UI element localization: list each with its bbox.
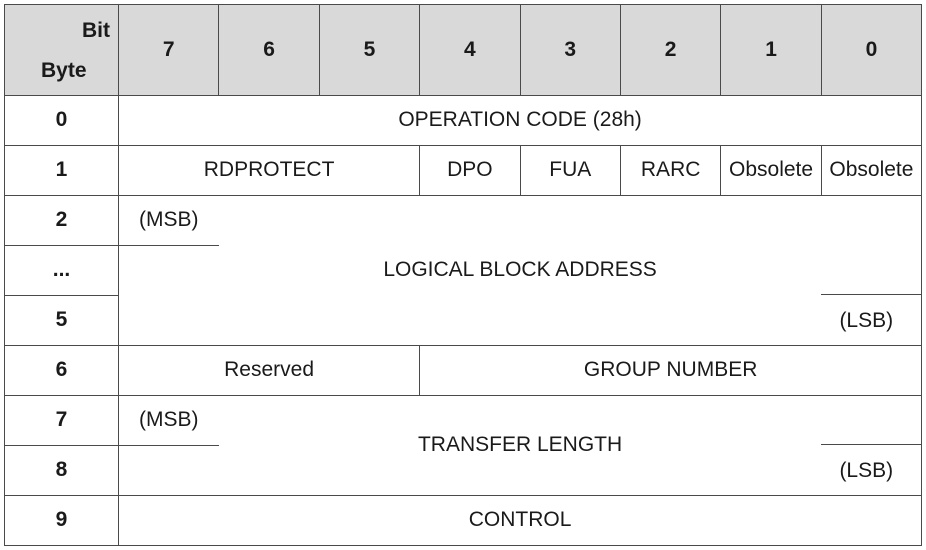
- lba-lsb-divider: [821, 294, 922, 296]
- byte-number: 7: [4, 394, 119, 446]
- bit-header-2: 2: [619, 4, 722, 96]
- byte-number: 2: [4, 194, 119, 246]
- header-corner: Bit Byte: [4, 4, 119, 96]
- bit-header-0: 0: [820, 4, 923, 96]
- tl-lsb-divider: [821, 444, 922, 446]
- byte-row-0: 0 OPERATION CODE (28h): [4, 94, 923, 146]
- byte-row-8: 8 (LSB): [4, 444, 923, 496]
- dpo-field: DPO: [419, 144, 521, 196]
- bit-header-1: 1: [720, 4, 822, 96]
- header-row: Bit Byte 7 6 5 4 3 2 1 0: [4, 4, 923, 96]
- byte-label: Byte: [41, 58, 87, 82]
- byte-row-6: 6 Reserved GROUP NUMBER: [4, 344, 923, 396]
- cdb-table: Bit Byte 7 6 5 4 3 2 1 0 0 OPERATION COD…: [4, 4, 923, 547]
- operation-code-field: OPERATION CODE (28h): [117, 94, 923, 146]
- byte-row-9: 9 CONTROL: [4, 494, 923, 547]
- tl-lsb-label: (LSB): [839, 458, 894, 482]
- bit-header-5: 5: [318, 4, 421, 96]
- byte-row-ellipsis: ... LOGICAL BLOCK ADDRESS: [4, 244, 923, 296]
- byte-number: 8: [4, 444, 119, 496]
- byte-number: 0: [4, 94, 119, 146]
- lba-bottom-cell: (LSB): [117, 294, 923, 346]
- byte-row-7: 7 (MSB) TRANSFER LENGTH: [4, 394, 923, 456]
- lba-field-label: LOGICAL BLOCK ADDRESS: [383, 258, 657, 282]
- group-number-field: GROUP NUMBER: [419, 344, 923, 396]
- byte-number: ...: [4, 244, 119, 296]
- rdprotect-field: RDPROTECT: [117, 144, 421, 196]
- bit-header-6: 6: [218, 4, 320, 96]
- byte-row-2: 2 (MSB): [4, 194, 923, 247]
- lba-top-cell: (MSB): [117, 194, 923, 247]
- byte-number: 6: [4, 344, 119, 396]
- byte-row-1: 1 RDPROTECT DPO FUA RARC Obsolete Obsole…: [4, 144, 923, 196]
- bit-header-4: 4: [419, 4, 521, 96]
- reserved-field: Reserved: [117, 344, 421, 396]
- transfer-length-top-cell: (MSB) TRANSFER LENGTH: [117, 394, 923, 456]
- lba-middle-cell: LOGICAL BLOCK ADDRESS: [117, 245, 923, 296]
- bit-header-7: 7: [117, 4, 220, 96]
- transfer-length-bottom-cell: (LSB): [117, 444, 923, 496]
- byte-row-5: 5 (LSB): [4, 294, 923, 346]
- byte-number: 1: [4, 144, 119, 196]
- bit-label: Bit: [82, 19, 110, 42]
- rarc-field: RARC: [619, 144, 722, 196]
- obsolete-field-bit0: Obsolete: [820, 144, 923, 196]
- byte-number: 9: [4, 494, 119, 547]
- lba-msb-label: (MSB): [139, 207, 199, 231]
- tl-msb-label: (MSB): [139, 407, 199, 431]
- obsolete-field-bit1: Obsolete: [720, 144, 822, 196]
- bit-header-3: 3: [519, 4, 621, 96]
- fua-field: FUA: [519, 144, 621, 196]
- byte-number: 5: [4, 294, 119, 346]
- control-field: CONTROL: [117, 494, 923, 547]
- lba-lsb-label: (LSB): [839, 308, 894, 332]
